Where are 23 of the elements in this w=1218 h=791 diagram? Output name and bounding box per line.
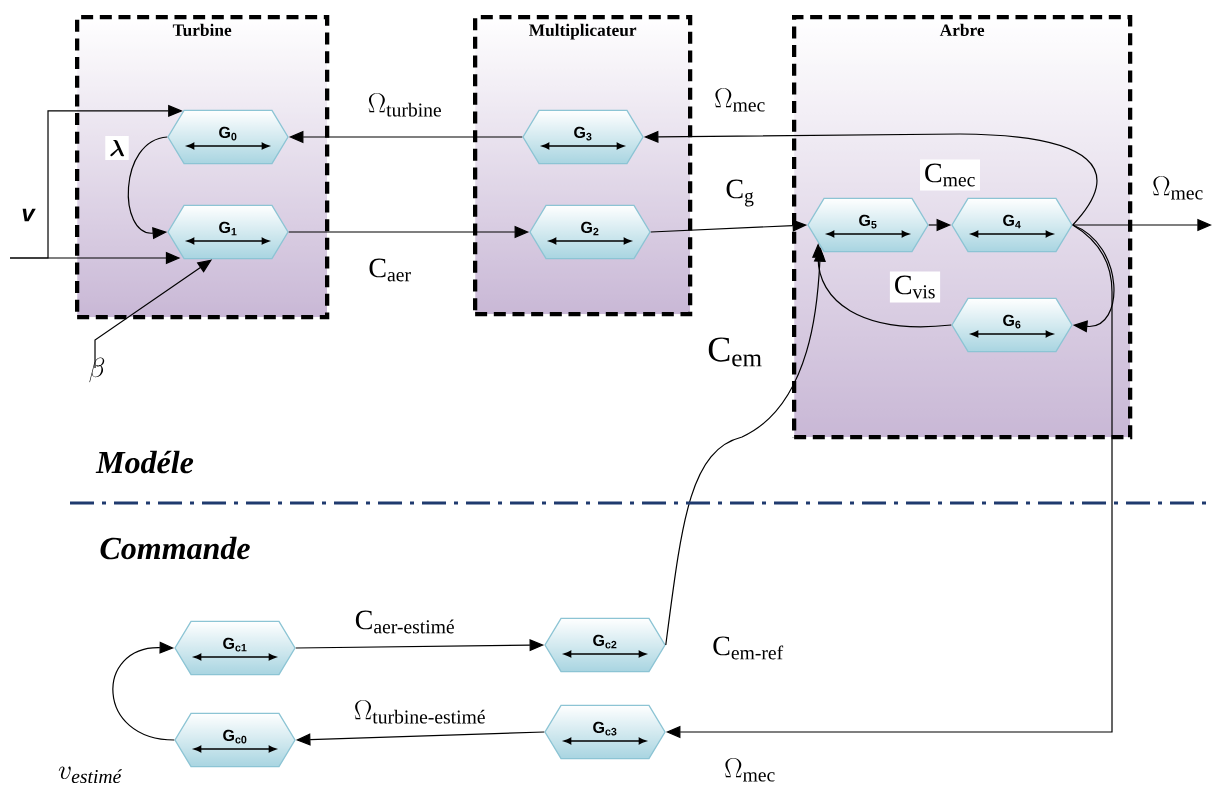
arrow [112,641,175,741]
signal-label: v [22,208,36,222]
edge-label: $\boldsymbol{\lambda}$ [105,136,129,160]
signal-label: $v_{\textit{estimé}}$ [58,766,122,784]
edge-label: $\mathrm{C}_{\mathrm{mec}}$ [920,159,980,191]
hexagon-block: G$_{c3}$ [544,704,666,760]
edge-label: $\Omega_{\mathrm{mec}}$ [715,87,765,112]
edge-label: $\mathrm{C}_{\mathrm{g}}$ [726,179,754,207]
hexagon-block: G$_{c2}$ [544,617,666,673]
edge-label: $\Omega_{\mathrm{turbine}}$ [368,92,441,117]
section-label: Commande [100,536,250,560]
edge-label: $\mathrm{C}_{\mathrm{aer}}$ [369,258,411,282]
hexagon-block: G$_{c0}$ [174,712,296,768]
hexagon-block: G$_{c1}$ [174,620,296,676]
edge-label: $\Omega_{\mathrm{mec}}$ [1153,175,1203,200]
signal-label: $\mathrm{C}_{\text{em-ref}}$ [713,636,784,660]
edge-label: $\mathrm{C}_{\mathrm{em}}$ [708,337,762,367]
arrow [1072,224,1115,333]
edge-label: $\Omega_{\text{turbine-estimé}}$ [354,699,485,724]
section-label: Modéle [95,450,194,474]
edge-label: $\mathrm{C}_{\text{aer-estimé}}$ [355,610,454,634]
edge-label: $\beta$ [89,357,105,383]
edge-label: $\Omega_{\mathrm{mec}}$ [725,757,775,782]
